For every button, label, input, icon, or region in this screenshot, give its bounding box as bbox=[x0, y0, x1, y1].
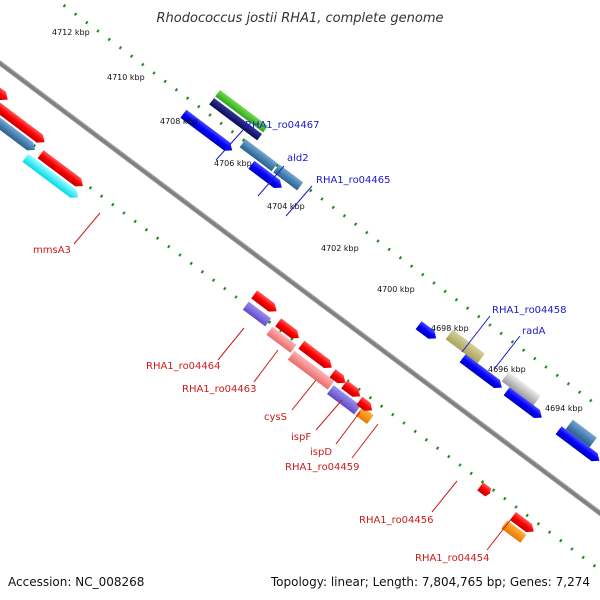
tick-label: 4706 kbp bbox=[214, 159, 252, 168]
gene-edge-forward[interactable] bbox=[565, 419, 597, 448]
label-ro04464[interactable]: RHA1_ro04464 bbox=[146, 361, 221, 372]
tick-label: 4696 kbp bbox=[488, 365, 526, 374]
tick-label: 4702 kbp bbox=[321, 244, 359, 253]
label-rada[interactable]: radA bbox=[522, 326, 546, 337]
label-mmsa3[interactable]: mmsA3 bbox=[33, 245, 71, 256]
forward-genes bbox=[180, 90, 600, 465]
tick-label: 4710 kbp bbox=[107, 73, 145, 82]
gene-red-7[interactable] bbox=[356, 396, 375, 415]
gene-ro04456[interactable] bbox=[477, 482, 493, 497]
gene-ispf[interactable] bbox=[329, 369, 349, 387]
gene-ald2[interactable] bbox=[209, 98, 262, 141]
gene-blue-6[interactable] bbox=[555, 426, 600, 465]
gene-ro04464[interactable] bbox=[242, 301, 272, 327]
gene-blue-2[interactable] bbox=[248, 160, 284, 192]
topology-text: Topology: linear; Length: 7,804,765 bp; … bbox=[270, 575, 590, 589]
gene-red-8[interactable] bbox=[509, 512, 537, 536]
gene-ro04459[interactable] bbox=[355, 406, 374, 425]
label-ro04454[interactable]: RHA1_ro04454 bbox=[415, 553, 490, 564]
tick-label: 4712 kbp bbox=[52, 28, 90, 37]
tick-label: 4694 kbp bbox=[545, 404, 583, 413]
gene-ro04454[interactable] bbox=[501, 520, 527, 543]
gene-blue-3[interactable] bbox=[415, 321, 440, 342]
gene-cyss[interactable] bbox=[287, 350, 335, 390]
gene-ro04458[interactable] bbox=[445, 329, 485, 364]
gene-ro04467[interactable] bbox=[215, 90, 268, 133]
label-ro04465[interactable]: RHA1_ro04465 bbox=[316, 175, 391, 186]
tick-label: 4700 kbp bbox=[377, 285, 415, 294]
label-ald2[interactable]: ald2 bbox=[287, 153, 309, 164]
tick-label: 4698 kbp bbox=[431, 324, 469, 333]
genome-backbone bbox=[0, 38, 600, 583]
gene-red-2[interactable] bbox=[0, 101, 48, 147]
gene-red-5[interactable] bbox=[298, 340, 334, 372]
reverse-tick-track bbox=[0, 118, 600, 572]
gene-red-6[interactable] bbox=[341, 380, 363, 400]
gene-blue-4[interactable] bbox=[459, 354, 505, 391]
reverse-labels: mmsA3 RHA1_ro04464 RHA1_ro04463 cysS isp… bbox=[33, 212, 513, 564]
reverse-genes bbox=[0, 52, 537, 543]
gene-blue-5[interactable] bbox=[503, 387, 545, 421]
label-ispd[interactable]: ispD bbox=[310, 447, 332, 458]
gene-red-3[interactable] bbox=[251, 290, 279, 315]
gene-ispd[interactable] bbox=[326, 385, 361, 415]
gene-mmsa3-red[interactable] bbox=[37, 150, 86, 190]
tick-label: 4708 kbp bbox=[160, 117, 198, 126]
forward-labels: RHA1_ro04467 ald2 RHA1_ro04465 RHA1_ro04… bbox=[215, 120, 567, 369]
gene-red-4[interactable] bbox=[275, 318, 302, 342]
label-ro04467[interactable]: RHA1_ro04467 bbox=[245, 120, 320, 131]
label-ro04456[interactable]: RHA1_ro04456 bbox=[359, 515, 434, 526]
map-title: Rhodococcus jostii RHA1, complete genome bbox=[157, 11, 444, 26]
label-ro04458[interactable]: RHA1_ro04458 bbox=[492, 305, 567, 316]
gene-steel-rev-2[interactable] bbox=[0, 111, 38, 154]
gene-ro04465-a[interactable] bbox=[239, 139, 278, 172]
tick-label: 4704 kbp bbox=[267, 202, 305, 211]
gene-blue-1[interactable] bbox=[180, 109, 235, 155]
label-ispf[interactable]: ispF bbox=[291, 432, 311, 443]
gene-ro04465-b[interactable] bbox=[273, 164, 304, 191]
accession-text: Accession: NC_008268 bbox=[8, 575, 144, 589]
gene-mmsa3[interactable] bbox=[22, 153, 81, 202]
label-cyss[interactable]: cysS bbox=[264, 412, 287, 423]
gene-ro04463[interactable] bbox=[266, 326, 297, 353]
label-ro04463[interactable]: RHA1_ro04463 bbox=[182, 384, 257, 395]
label-ro04459[interactable]: RHA1_ro04459 bbox=[285, 462, 360, 473]
tick-labels: 4712 kbp 4710 kbp 4708 kbp 4706 kbp 4704… bbox=[52, 28, 583, 413]
gene-rada[interactable] bbox=[501, 371, 541, 406]
gene-red-1[interactable] bbox=[0, 52, 11, 103]
